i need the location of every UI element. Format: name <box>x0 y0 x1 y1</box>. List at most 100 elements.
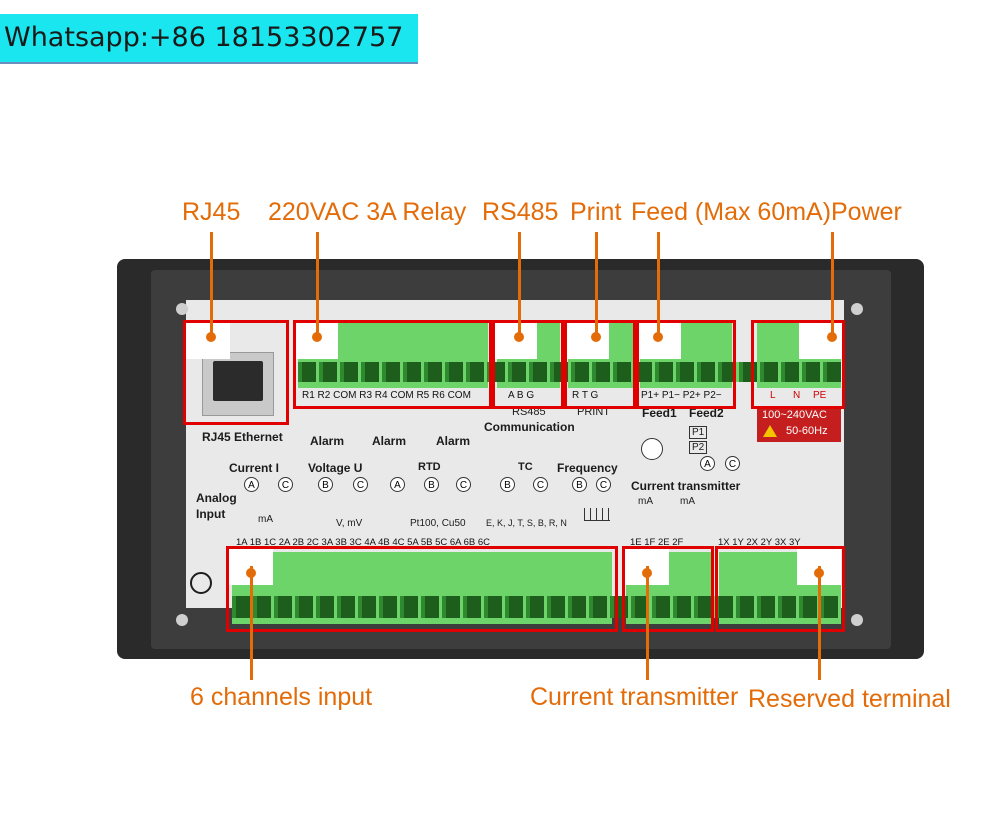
label-print: Print <box>570 198 622 226</box>
rs485-caption: RS485 <box>512 406 546 418</box>
ma-label: mA <box>258 514 273 525</box>
p1-label: P1 <box>689 426 708 439</box>
marker-square-print <box>567 323 609 359</box>
pointer-reserved <box>818 566 821 680</box>
circle-c-feed: C <box>725 456 740 471</box>
frequency-label: Frequency <box>557 461 618 475</box>
v-mv-label: V, mV <box>336 518 363 529</box>
pointer-feed <box>657 232 660 337</box>
highlight-rs485 <box>492 320 564 409</box>
rj45-ethernet-label: RJ45 Ethernet <box>202 430 283 444</box>
bottom-pin-labels-transmitter: 1E 1F 2E 2F <box>630 537 684 548</box>
circle-b-voltage: B <box>318 477 333 492</box>
tc-types-label: E, K, J, T, S, B, R, N <box>486 518 567 528</box>
tc-label: TC <box>518 461 533 473</box>
bottom-pin-labels-input: 1A 1B 1C 2A 2B 2C 3A 3B 3C 4A 4B 4C 5A 5… <box>236 537 491 548</box>
label-power: Power <box>831 198 902 226</box>
key-slot-icon <box>190 572 212 594</box>
alarm-label-2: Alarm <box>372 434 407 448</box>
pointer-rj45 <box>210 232 213 337</box>
highlight-reserved <box>715 546 845 632</box>
communication-caption: Communication <box>484 420 575 434</box>
screw-icon <box>851 614 863 626</box>
circle-c-freq: C <box>596 477 611 492</box>
power-rating-frequency: 50-60Hz <box>786 425 828 437</box>
power-pin-l: L <box>770 390 776 401</box>
power-pin-n: N <box>793 390 801 401</box>
alarm-label-3: Alarm <box>436 434 471 448</box>
pt100-label: Pt100, Cu50 <box>410 518 466 529</box>
label-rs485: RS485 <box>482 198 559 226</box>
alarm-label-1: Alarm <box>310 434 345 448</box>
label-rj45: RJ45 <box>182 198 241 226</box>
highlight-power <box>751 320 845 409</box>
dot-rj45 <box>206 332 216 342</box>
circle-a-feed: A <box>700 456 715 471</box>
dot-relay <box>312 332 322 342</box>
analog-label: Analog <box>196 491 237 505</box>
relay-pin-labels: R1 R2 COM R3 R4 COM R5 R6 COM <box>302 390 471 401</box>
dot-print <box>591 332 601 342</box>
screw-icon <box>176 614 188 626</box>
power-pin-pe: PE <box>813 390 827 401</box>
bottom-pin-labels-reserved: 1X 1Y 2X 2Y 3X 3Y <box>718 537 801 548</box>
feed-pin-labels: P1+ P1− P2+ P2− <box>641 390 722 401</box>
highlight-feed <box>636 320 736 409</box>
pointer-rs485 <box>518 232 521 337</box>
label-relay: 220VAC 3A Relay <box>268 198 467 226</box>
pointer-print <box>595 232 598 337</box>
highlight-relay <box>293 320 492 409</box>
dot-power <box>827 332 837 342</box>
current-i-label: Current I <box>229 461 280 475</box>
highlight-transmitter <box>622 546 714 632</box>
terminal-screw-row-bottom <box>232 596 841 618</box>
transmitter-ma-2: mA <box>680 496 695 507</box>
circle-a-rtd: A <box>390 477 405 492</box>
feed1-caption: Feed1 <box>642 406 677 420</box>
circle-c-current: C <box>278 477 293 492</box>
screw-icon <box>176 303 188 315</box>
circle-c-rtd: C <box>456 477 471 492</box>
circle-b-rtd: B <box>424 477 439 492</box>
highlight-print <box>564 320 636 409</box>
transmitter-ma-1: mA <box>638 496 653 507</box>
label-transmitter: Current transmitter <box>530 683 739 711</box>
dot-rs485 <box>514 332 524 342</box>
dot-channels <box>246 568 256 578</box>
pointer-channels <box>250 566 253 680</box>
banner-underline <box>0 62 418 64</box>
pulse-wave-icon <box>584 508 610 521</box>
warning-icon <box>763 425 777 437</box>
pointer-transmitter <box>646 566 649 680</box>
marker-square-power <box>799 323 842 359</box>
power-rating-voltage: 100~240VAC <box>762 409 827 421</box>
rj45-socket-icon <box>213 361 263 401</box>
print-caption: PRINT <box>577 406 610 418</box>
circle-c-voltage: C <box>353 477 368 492</box>
label-feed: Feed (Max 60mA) <box>631 198 832 226</box>
current-transmitter-label: Current transmitter <box>631 479 741 493</box>
voltage-u-label: Voltage U <box>308 461 363 475</box>
highlight-rj45 <box>183 320 289 425</box>
screw-icon <box>851 303 863 315</box>
circle-b-freq: B <box>572 477 587 492</box>
sensor-icon <box>641 438 663 460</box>
circle-a-current: A <box>244 477 259 492</box>
dot-transmitter <box>642 568 652 578</box>
rtd-label: RTD <box>418 461 441 473</box>
dot-feed <box>653 332 663 342</box>
label-reserved: Reserved terminal <box>748 685 951 713</box>
rj45-port[interactable] <box>202 352 274 416</box>
pointer-relay <box>316 232 319 337</box>
circle-b-tc: B <box>500 477 515 492</box>
dot-reserved <box>814 568 824 578</box>
highlight-input <box>226 546 618 632</box>
whatsapp-banner: Whatsapp:+86 18153302757 <box>0 14 418 62</box>
terminal-screw-row <box>298 362 841 382</box>
feed2-caption: Feed2 <box>689 406 724 420</box>
label-channels: 6 channels input <box>190 683 373 711</box>
input-label: Input <box>196 507 226 521</box>
p2-label: P2 <box>689 441 708 454</box>
rs485-pin-labels: A B G <box>508 390 535 401</box>
print-pin-labels: R T G <box>572 390 599 401</box>
